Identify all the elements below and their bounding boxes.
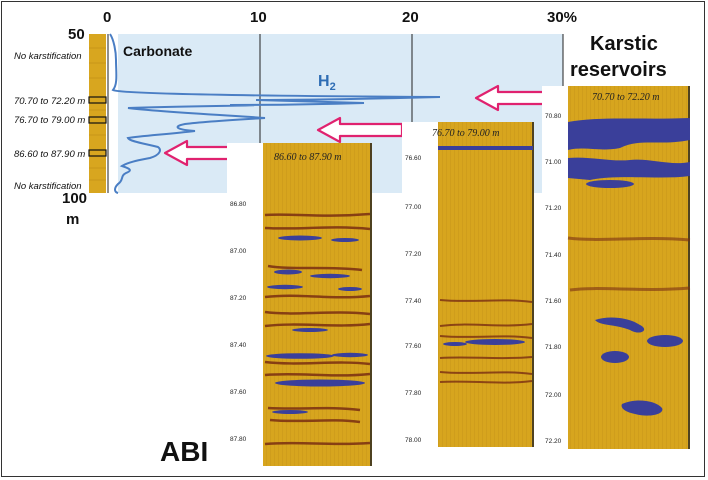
image1-tick-2: 87.20 [230, 295, 247, 302]
depth-unit-label: m [66, 211, 79, 228]
image3-tick-2: 71.20 [545, 205, 562, 212]
cavity-set-2 [443, 339, 525, 346]
fracture-set-3 [567, 236, 691, 292]
image3-tick-3: 71.40 [545, 252, 562, 259]
depth-note-86: 86.60 to 87.90 m [14, 149, 85, 160]
cavity-set-3 [568, 118, 690, 416]
h2-label: H2 [318, 73, 336, 93]
image3-tick-6: 72.00 [545, 392, 562, 399]
lithology-marker-2 [88, 116, 107, 124]
image3-tick-7: 72.20 [545, 438, 562, 445]
top-cavity-band-2 [438, 146, 533, 150]
borehole-image-1: 86.60 to 87.90 m 86.80 87.00 87.20 87.40… [227, 143, 372, 466]
depth-note-76: 76.70 to 79.00 m [14, 115, 85, 126]
abi-label: ABI [160, 436, 208, 467]
depth-top-label: 50 [68, 26, 85, 43]
image2-tick-5: 77.80 [405, 390, 422, 397]
image1-tick-3: 87.40 [230, 342, 247, 349]
axis-tick-30: 30% [547, 9, 577, 26]
cavity-set-1 [266, 235, 368, 414]
borehole-image-2: 76.70 to 79.00 m 76.60 77.00 77.20 77.40… [402, 122, 534, 447]
image2-tick-0: 76.60 [405, 155, 422, 162]
image3-tick-5: 71.80 [545, 344, 562, 351]
axis-tick-10: 10 [250, 9, 267, 26]
image1-tick-1: 87.00 [230, 248, 247, 255]
image2-tick-4: 77.60 [405, 343, 422, 350]
image-caption-3: 70.70 to 72.20 m [592, 92, 660, 103]
image1-tick-0: 86.80 [230, 201, 247, 208]
image2-tick-1: 77.00 [405, 204, 422, 211]
image2-tick-3: 77.40 [405, 298, 422, 305]
depth-bottom-label: 100 [62, 190, 87, 207]
lithology-marker-3 [88, 149, 107, 157]
image3-tick-1: 71.00 [545, 159, 562, 166]
lithology-column [89, 34, 106, 193]
fracture-set-2 [439, 299, 533, 384]
image2-tick-6: 78.00 [405, 437, 422, 444]
image3-tick-0: 70.80 [545, 113, 562, 120]
axis-tick-20: 20 [402, 9, 419, 26]
image1-tick-4: 87.60 [230, 389, 247, 396]
depth-note-70: 70.70 to 72.20 m [14, 96, 85, 107]
image2-tick-2: 77.20 [405, 251, 422, 258]
image-caption-1: 86.60 to 87.90 m [274, 152, 342, 163]
karstic-title-line1: Karstic [590, 33, 658, 55]
karstic-title-line2: reservoirs [570, 59, 667, 81]
axis-tick-0: 0 [103, 9, 111, 26]
depth-note-top: No karstification [14, 51, 82, 62]
image1-tick-5: 87.80 [230, 436, 247, 443]
fracture-set-1 [264, 212, 371, 446]
borehole-image-3: 70.70 to 72.20 m 70.80 71.00 71.20 71.40… [542, 86, 691, 449]
h2-curve [109, 33, 441, 194]
image-caption-2: 76.70 to 79.00 m [432, 128, 500, 139]
carbonate-label: Carbonate [123, 43, 192, 59]
image3-tick-4: 71.60 [545, 298, 562, 305]
depth-note-bottom: No karstification [14, 181, 82, 192]
lithology-marker-1 [88, 96, 107, 104]
lithology-texture [89, 47, 106, 181]
